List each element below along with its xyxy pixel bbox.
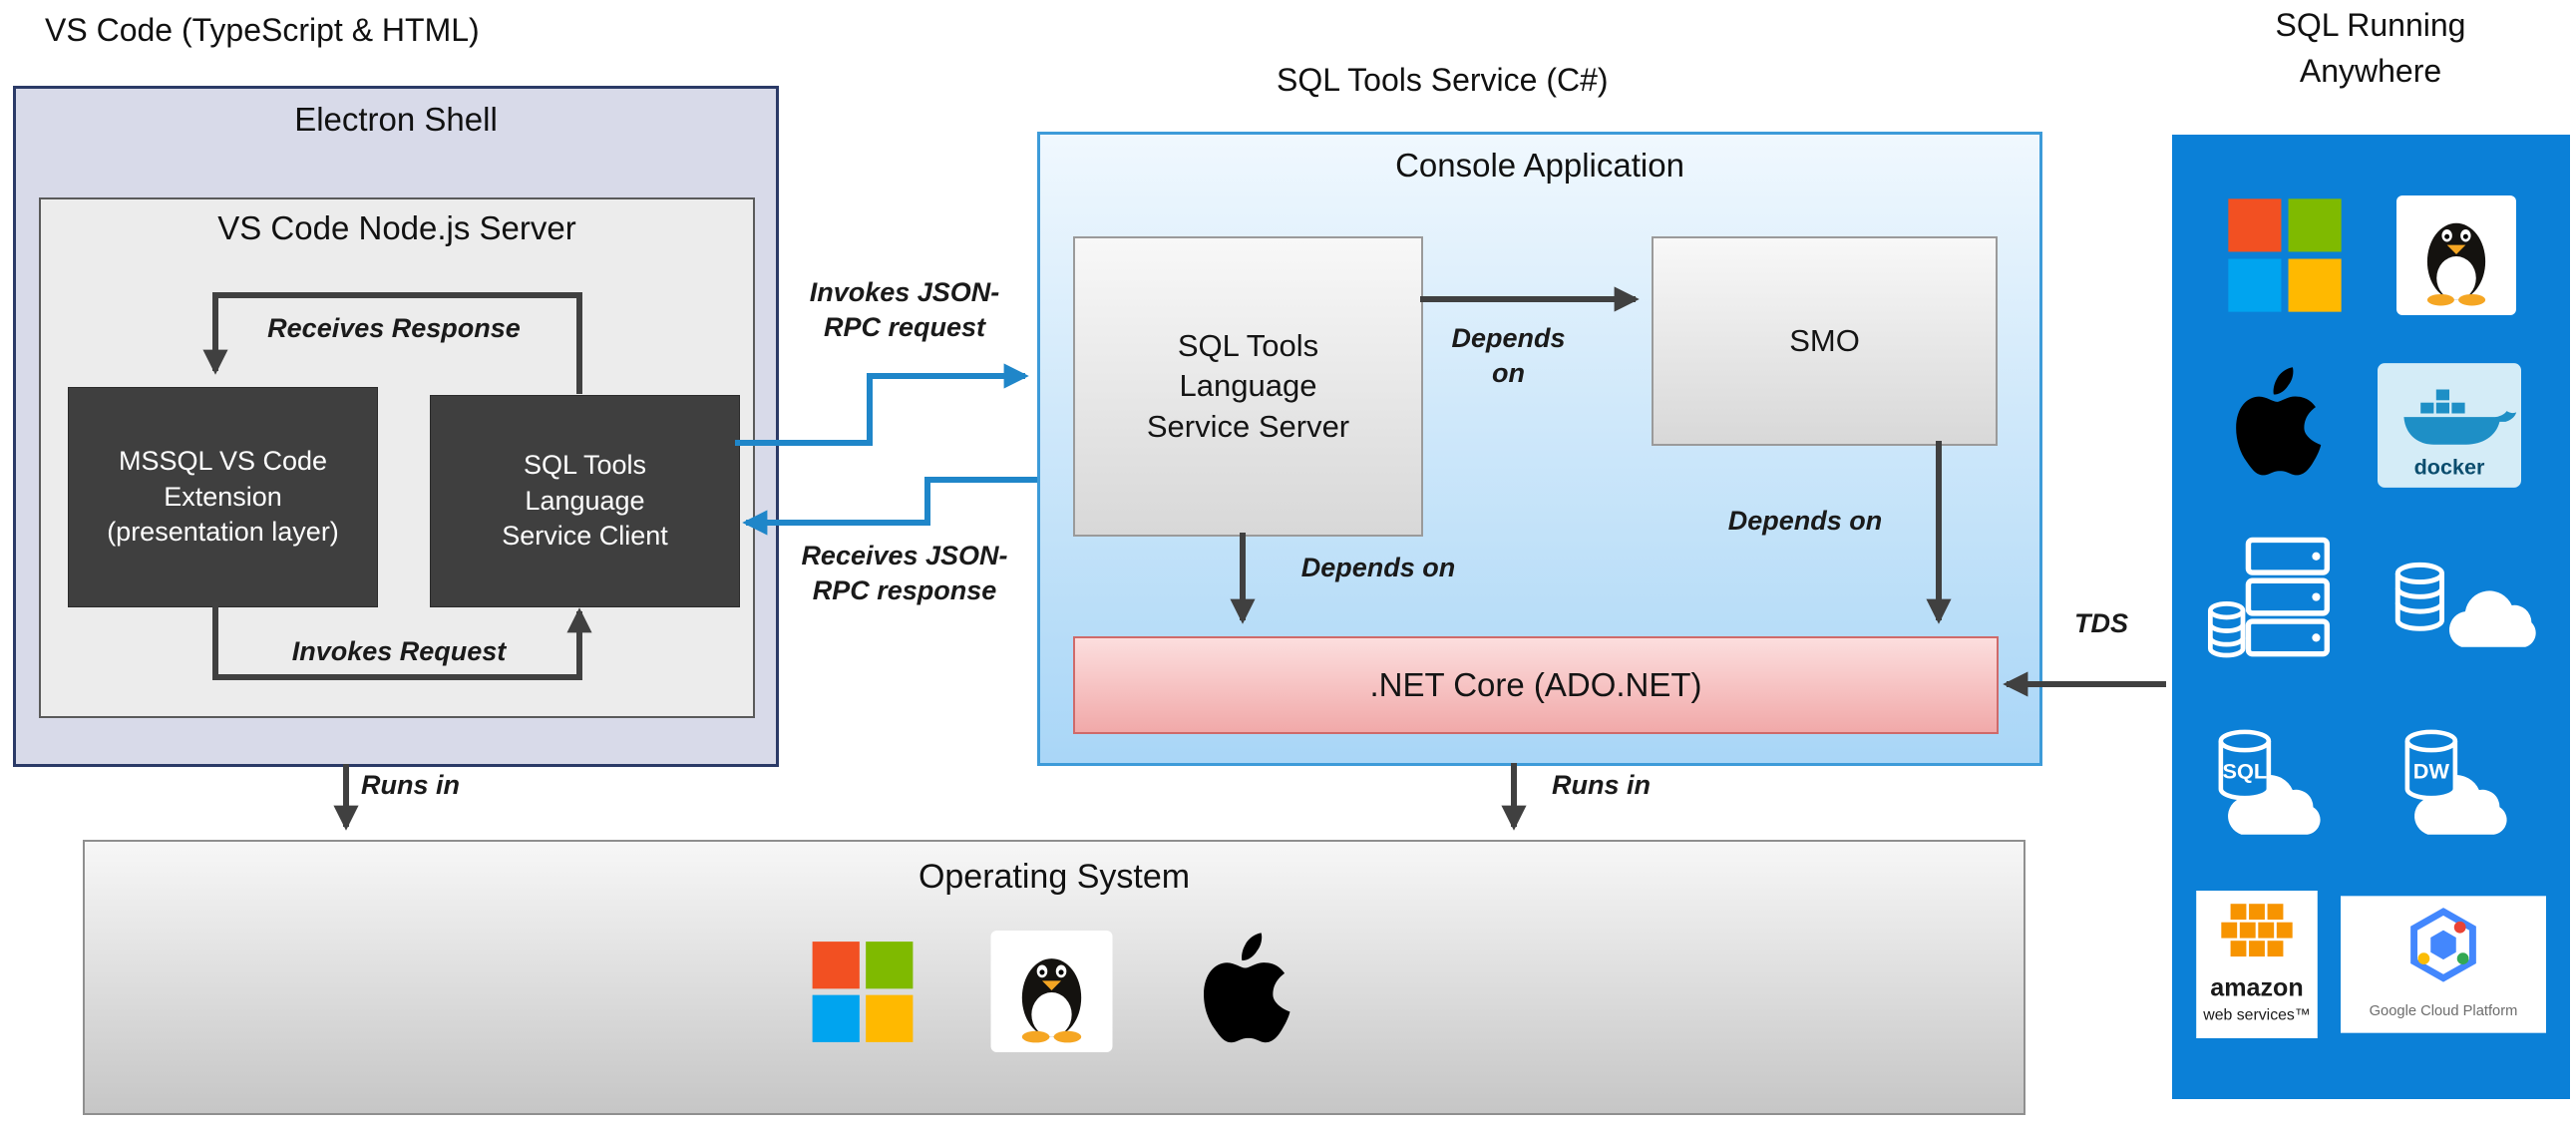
service-server-label: SQL Tools Language Service Server bbox=[1146, 328, 1350, 444]
panel-row-3 bbox=[2172, 535, 2570, 670]
runs-in-center-label: Runs in bbox=[1552, 770, 1651, 800]
operating-system-title: Operating System bbox=[918, 858, 1191, 896]
invokes-request-label: Invokes Request bbox=[291, 636, 507, 666]
receives-jsonrpc-label: Receives JSON-RPC response bbox=[801, 541, 1008, 606]
sql-anywhere-panel: docker bbox=[2172, 135, 2570, 1099]
netcore-box: .NET Core (ADO.NET) bbox=[1073, 636, 1999, 734]
windows-icon bbox=[812, 941, 914, 1042]
panel-row-5: amazon web services™ Google Cloud Platfo… bbox=[2172, 890, 2570, 1038]
aws-label-line2: web services™ bbox=[2202, 1006, 2310, 1023]
docker-label: docker bbox=[2414, 455, 2485, 480]
aws-icon: amazon web services™ bbox=[2195, 890, 2318, 1038]
console-application-box: Console Application SQL Tools Language S… bbox=[1037, 132, 2042, 766]
sql-db-label: SQL bbox=[2223, 758, 2268, 783]
panel-row-1 bbox=[2172, 195, 2570, 316]
linux-icon bbox=[990, 931, 1113, 1052]
sqltools-section-title: SQL Tools Service (C#) bbox=[1277, 62, 1609, 98]
depends-on-smo-label: Depends on bbox=[1451, 323, 1566, 389]
tds-label: TDS bbox=[2074, 608, 2128, 638]
gcp-label: Google Cloud Platform bbox=[2370, 1003, 2518, 1019]
invokes-jsonrpc-label: Invokes JSON-RPC request bbox=[809, 277, 1000, 343]
receives-response-label: Receives Response bbox=[267, 313, 521, 343]
mssql-extension-box: MSSQL VS Code Extension (presentation la… bbox=[68, 387, 378, 607]
panel-row-2: docker bbox=[2172, 362, 2570, 488]
sql-anywhere-title-line2: Anywhere bbox=[2299, 53, 2442, 90]
apple-icon bbox=[1204, 933, 1290, 1043]
panel-row-4: SQL DW bbox=[2172, 718, 2570, 844]
sql-anywhere-title-line1: SQL Running bbox=[2275, 7, 2466, 43]
azure-sql-dw-icon: DW bbox=[2404, 729, 2507, 835]
runs-in-left-label: Runs in bbox=[361, 770, 460, 800]
service-client-box: SQL Tools Language Service Client bbox=[430, 395, 740, 607]
os-icons-row bbox=[811, 928, 1298, 1055]
dw-label: DW bbox=[2412, 758, 2449, 783]
console-application-title: Console Application bbox=[1395, 147, 1684, 184]
sql-server-stack-icon bbox=[2207, 538, 2330, 658]
depends-on-right-label: Depends on bbox=[1727, 506, 1883, 536]
azure-db-cloud-icon bbox=[2395, 562, 2537, 647]
smo-box: SMO bbox=[1652, 236, 1998, 446]
gcp-icon: Google Cloud Platform bbox=[2341, 896, 2547, 1033]
azure-sql-db-icon: SQL bbox=[2218, 729, 2321, 835]
vscode-section-title: VS Code (TypeScript & HTML) bbox=[45, 12, 480, 48]
aws-label-line1: amazon bbox=[2210, 973, 2303, 1001]
mssql-extension-label: MSSQL VS Code Extension (presentation la… bbox=[107, 446, 339, 548]
service-client-label: SQL Tools Language Service Client bbox=[502, 450, 668, 552]
electron-shell-title: Electron Shell bbox=[294, 101, 498, 138]
sql-anywhere-title: SQL Running Anywhere bbox=[2191, 2, 2550, 95]
operating-system-box: Operating System bbox=[83, 840, 2025, 1115]
electron-shell-box: Electron Shell VS Code Node.js Server MS… bbox=[13, 86, 779, 767]
linux-icon bbox=[2396, 195, 2517, 316]
netcore-label: .NET Core (ADO.NET) bbox=[1369, 666, 1702, 703]
node-server-box: VS Code Node.js Server MSSQL VS Code Ext… bbox=[39, 197, 755, 718]
smo-label: SMO bbox=[1789, 322, 1860, 358]
windows-icon bbox=[2228, 198, 2342, 312]
receives-jsonrpc-arrow bbox=[742, 477, 1037, 536]
depends-on-server-label: Depends on bbox=[1300, 553, 1456, 582]
docker-icon: docker bbox=[2378, 362, 2521, 488]
service-server-box: SQL Tools Language Service Server bbox=[1073, 236, 1423, 537]
apple-icon bbox=[2236, 367, 2322, 476]
node-server-title: VS Code Node.js Server bbox=[217, 209, 576, 246]
